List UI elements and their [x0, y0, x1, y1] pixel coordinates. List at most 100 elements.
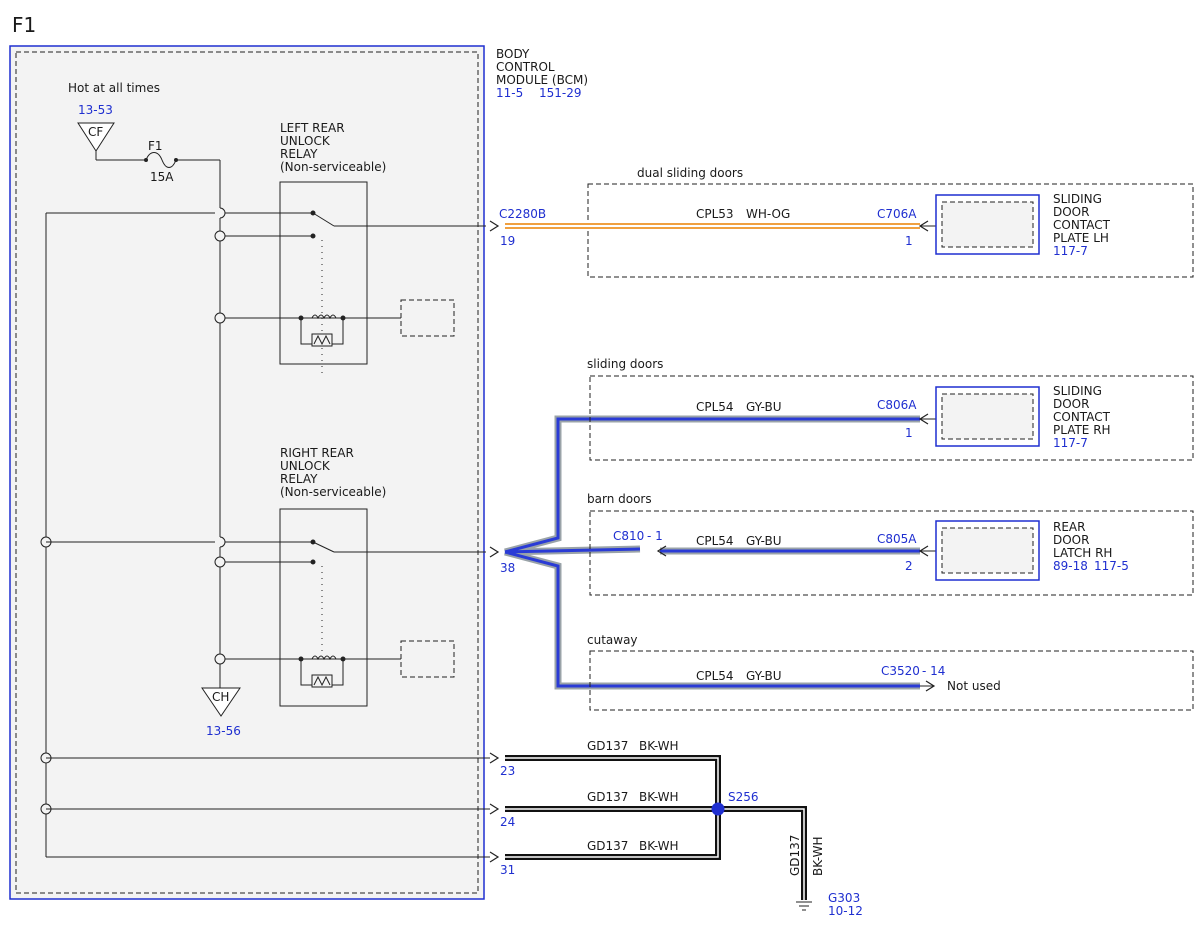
gd137-24-color: BK-WH — [639, 790, 679, 804]
plate-lh-line-1: SLIDING — [1053, 192, 1102, 206]
plate-lh-line-2: DOOR — [1053, 205, 1089, 219]
internal-ground-leads — [46, 757, 490, 858]
pin-38: 38 — [500, 561, 515, 575]
splice-s256-icon — [711, 802, 725, 816]
right-relay-line-2: UNLOCK — [280, 459, 331, 473]
c806a-pin: 1 — [905, 426, 913, 440]
right-relay-line-4: (Non-serviceable) — [280, 485, 386, 499]
barn-doors-group: barn doors C810 - 1 CPL54 GY-BU C805A 2 … — [587, 492, 1194, 596]
right-rear-unlock-relay: RIGHT REAR UNLOCK RELAY (Non-serviceable… — [225, 446, 486, 707]
plate-lh-ref: 117-7 — [1053, 244, 1088, 258]
plate-rh-line-4: PLATE RH — [1053, 423, 1111, 437]
gd137-24-circuit: GD137 — [587, 790, 628, 804]
ch-bus-ref: 13-56 — [206, 724, 241, 738]
latch-ref-1: 89-18 — [1053, 559, 1088, 573]
pin-24: 24 — [500, 815, 515, 829]
c3520-connector: C3520 — [881, 664, 920, 678]
latch-line-3: LATCH RH — [1053, 546, 1112, 560]
left-relay-line-1: LEFT REAR — [280, 121, 345, 135]
bcm-name-line-3: MODULE (BCM) — [496, 73, 588, 87]
plate-rh-line-3: CONTACT — [1053, 410, 1111, 424]
hot-at-all-times-label: Hot at all times — [68, 81, 160, 95]
dual-sliding-group-label: dual sliding doors — [637, 166, 743, 180]
left-relay-line-2: UNLOCK — [280, 134, 331, 148]
left-relay-switch-icon — [225, 210, 486, 378]
right-relay-line-3: RELAY — [280, 472, 318, 486]
gd137-23-color: BK-WH — [639, 739, 679, 753]
pin-31: 31 — [500, 863, 515, 877]
power-ref: 13-53 — [78, 103, 113, 117]
page-id: F1 — [12, 13, 36, 37]
pin-23: 23 — [500, 764, 515, 778]
splice-s256-label: S256 — [728, 790, 759, 804]
cf-bus-triangle-icon — [77, 122, 115, 152]
power-feed: Hot at all times 13-53 CF F1 15A — [68, 81, 220, 184]
dual-sliding-doors-group: dual sliding doors CPL53 WH-OG C706A 1 S… — [505, 166, 1194, 278]
right-relay-line-1: RIGHT REAR — [280, 446, 354, 460]
c805a-pin: 2 — [905, 559, 913, 573]
sliding-doors-group: sliding doors CPL54 GY-BU C806A 1 SLIDIN… — [587, 357, 1194, 461]
ground-g303-label: G303 — [828, 891, 860, 905]
cpl54-sliding-circuit: CPL54 — [696, 400, 734, 414]
fuse-amps: 15A — [150, 170, 174, 184]
not-used-note: Not used — [947, 679, 1001, 693]
left-relay-line-4: (Non-serviceable) — [280, 160, 386, 174]
ground-symbol-icon — [796, 901, 812, 911]
c706a-connector: C706A — [877, 207, 917, 221]
c810-connector: C810 — [613, 529, 644, 543]
c3520-pin: - 14 — [922, 664, 945, 678]
c806a-connector: C806A — [877, 398, 917, 412]
bcm-connector-label: C2280B — [499, 207, 546, 221]
ground-g303-ref: 10-12 — [828, 904, 863, 918]
sliding-group-label: sliding doors — [587, 357, 663, 371]
gd137-23-circuit: GD137 — [587, 739, 628, 753]
barn-group-label: barn doors — [587, 492, 652, 506]
cutaway-group-label: cutaway — [587, 633, 638, 647]
plate-rh-ref: 117-7 — [1053, 436, 1088, 450]
latch-line-1: REAR — [1053, 520, 1085, 534]
gd137-31-color: BK-WH — [639, 839, 679, 853]
cpl54-cutaway-color: GY-BU — [746, 669, 782, 683]
left-relay-coil-icon — [225, 299, 455, 347]
gd137-vertical-color: BK-WH — [811, 836, 825, 876]
cpl54-cutaway-circuit: CPL54 — [696, 669, 734, 683]
gd137-31-circuit: GD137 — [587, 839, 628, 853]
ch-bus-reference: CH 13-56 — [201, 687, 241, 738]
c805a-connector: C805A — [877, 532, 917, 546]
cpl53-color: WH-OG — [746, 207, 790, 221]
c706a-pin: 1 — [905, 234, 913, 248]
c3520-arrow-icon — [925, 680, 936, 692]
right-relay-switch-icon — [225, 539, 486, 652]
plate-rh-line-2: DOOR — [1053, 397, 1089, 411]
bcm-ref-2: 151-29 — [539, 86, 582, 100]
pin-19: 19 — [500, 234, 515, 248]
fuse-icon — [145, 152, 177, 168]
fuse-name: F1 — [148, 139, 163, 153]
plate-lh-line-3: CONTACT — [1053, 218, 1111, 232]
plate-rh-line-1: SLIDING — [1053, 384, 1102, 398]
cpl54-barn-color: GY-BU — [746, 534, 782, 548]
latch-ref-2: 117-5 — [1094, 559, 1129, 573]
gd137-vertical-circuit: GD137 — [788, 835, 802, 876]
ch-bus-label: CH — [212, 690, 229, 704]
left-rear-unlock-relay: LEFT REAR UNLOCK RELAY (Non-serviceable) — [225, 121, 486, 378]
bcm-pin-arrows — [489, 220, 500, 863]
bcm-module — [9, 45, 485, 900]
left-relay-line-3: RELAY — [280, 147, 318, 161]
bcm-name-line-2: CONTROL — [496, 60, 555, 74]
cpl54-sliding-color: GY-BU — [746, 400, 782, 414]
bcm-ref-1: 11-5 — [496, 86, 523, 100]
cpl53-circuit: CPL53 — [696, 207, 734, 221]
wire-cpl54-harness — [504, 415, 920, 690]
wire-gd137-harness — [505, 755, 807, 900]
ch-bus-triangle-icon — [201, 687, 241, 717]
c810-arrow-icon — [656, 545, 667, 557]
latch-line-2: DOOR — [1053, 533, 1089, 547]
c810-pin: - 1 — [647, 529, 663, 543]
cpl54-barn-circuit: CPL54 — [696, 534, 734, 548]
bcm-label: BODY CONTROL MODULE (BCM) 11-5 151-29 — [496, 47, 588, 100]
cf-bus-label: CF — [88, 125, 103, 139]
cutaway-group: cutaway CPL54 GY-BU C3520 - 14 Not used — [587, 633, 1194, 711]
